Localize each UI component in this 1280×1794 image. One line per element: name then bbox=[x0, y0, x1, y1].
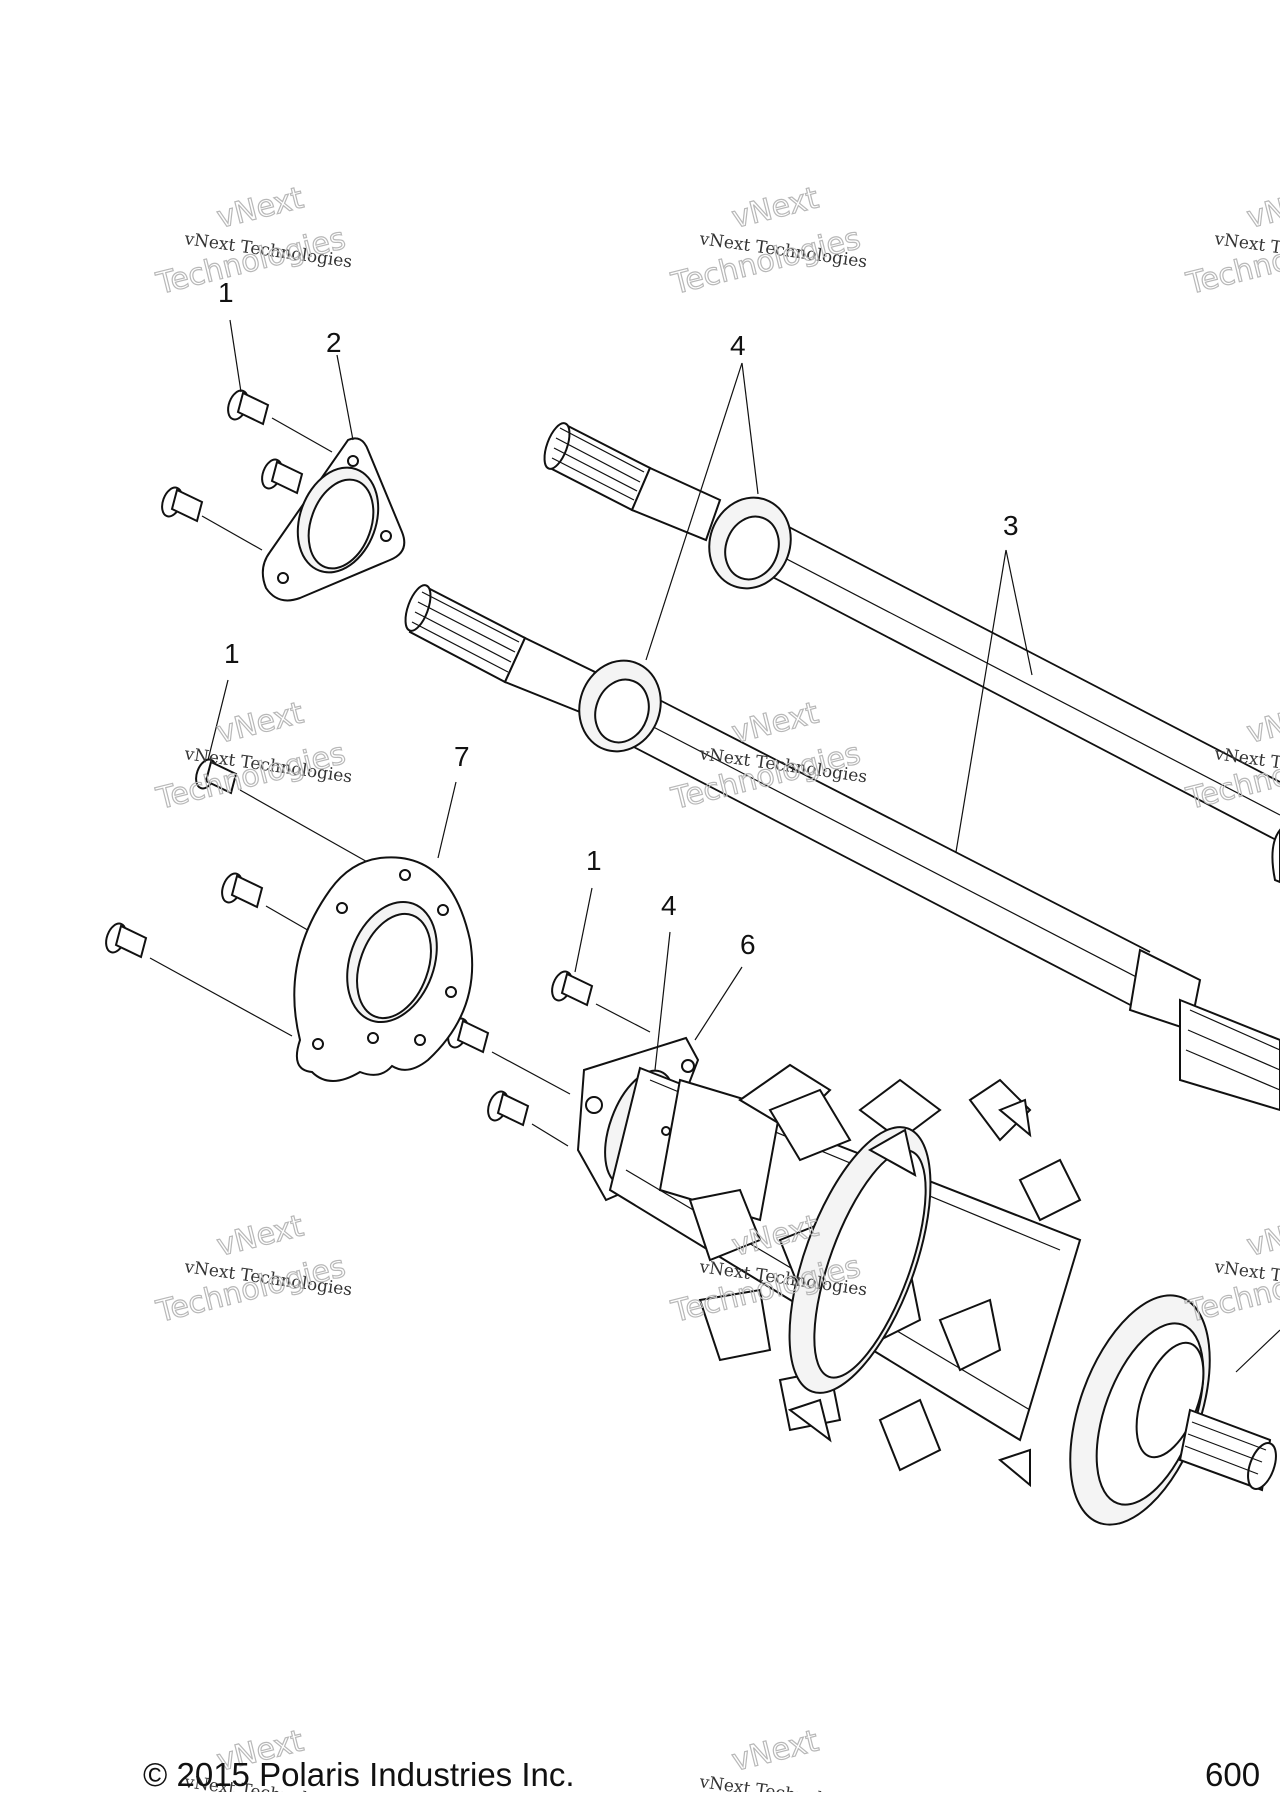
callout-2: 2 bbox=[326, 327, 342, 358]
svg-text:vNext: vNext bbox=[1243, 1209, 1280, 1264]
bolt-icon bbox=[227, 389, 270, 426]
watermark: vNext vNext Technologies Technologies bbox=[667, 180, 868, 303]
bolt-icon bbox=[221, 872, 264, 909]
svg-text:Technologies: Technologies bbox=[152, 221, 348, 302]
watermark: vNext vNext Technologies Technologies bbox=[1182, 1208, 1280, 1331]
svg-text:vNext: vNext bbox=[213, 1209, 307, 1264]
callout-7: 7 bbox=[454, 741, 470, 772]
bolt-icon bbox=[105, 922, 148, 959]
svg-text:vNext: vNext bbox=[1243, 696, 1280, 751]
svg-text:vNext: vNext bbox=[728, 696, 822, 751]
bolt-icon bbox=[195, 758, 238, 795]
callout-4: 4 bbox=[661, 890, 677, 921]
svg-text:Technologies: Technologies bbox=[667, 736, 863, 817]
svg-text:vNext: vNext bbox=[728, 1724, 822, 1779]
callout-1: 1 bbox=[586, 845, 602, 876]
watermark: vNext vNext Technologies Technologies bbox=[667, 695, 868, 818]
bolt-icon bbox=[487, 1090, 530, 1127]
watermark: vNext vNext Technologies Technologies bbox=[152, 180, 353, 303]
svg-text:vNext: vNext bbox=[728, 181, 822, 236]
alignment-lines bbox=[149, 417, 651, 1147]
figure-number: 600 bbox=[1205, 1756, 1261, 1793]
upper-axle-shaft bbox=[543, 422, 1280, 884]
leader-lines bbox=[207, 319, 1033, 1071]
lower-axle-shaft bbox=[404, 584, 1280, 1112]
bolt-icon bbox=[261, 458, 304, 495]
svg-text:vNext: vNext bbox=[1243, 181, 1280, 236]
callout-6: 6 bbox=[740, 929, 756, 960]
svg-text:Technologies: Technologies bbox=[667, 221, 863, 302]
large-bearing-flange bbox=[293, 856, 474, 1082]
watermark: vNext vNext Technologies Technologies bbox=[1182, 180, 1280, 303]
svg-text:Technologies: Technologies bbox=[152, 736, 348, 817]
copyright-notice: © 2015 Polaris Industries Inc. bbox=[143, 1756, 575, 1793]
callout-4: 4 bbox=[730, 330, 746, 361]
bolt-icon bbox=[161, 486, 204, 523]
watermark: vNext vNext Technologies Technologies bbox=[152, 1208, 353, 1331]
gearcase-assembly bbox=[576, 1036, 1280, 1526]
watermark: vNext vNext Technologies Technologies bbox=[152, 695, 353, 818]
svg-text:vNext: vNext bbox=[213, 696, 307, 751]
svg-text:vNext Technologies: vNext Technologies bbox=[697, 1772, 868, 1792]
small-bearing-flange bbox=[261, 437, 406, 602]
watermark: vNext vNext Technologies bbox=[697, 1723, 868, 1792]
callout-labels: 1 2 4 3 1 7 1 4 6 bbox=[218, 277, 1019, 960]
svg-text:Technologies: Technologies bbox=[152, 1249, 348, 1330]
callout-1: 1 bbox=[224, 638, 240, 669]
bolt-icon bbox=[551, 970, 594, 1007]
svg-text:vNext: vNext bbox=[213, 181, 307, 236]
watermark: vNext vNext Technologies Technologies bbox=[1182, 695, 1280, 818]
callout-1: 1 bbox=[218, 277, 234, 308]
callout-3: 3 bbox=[1003, 510, 1019, 541]
